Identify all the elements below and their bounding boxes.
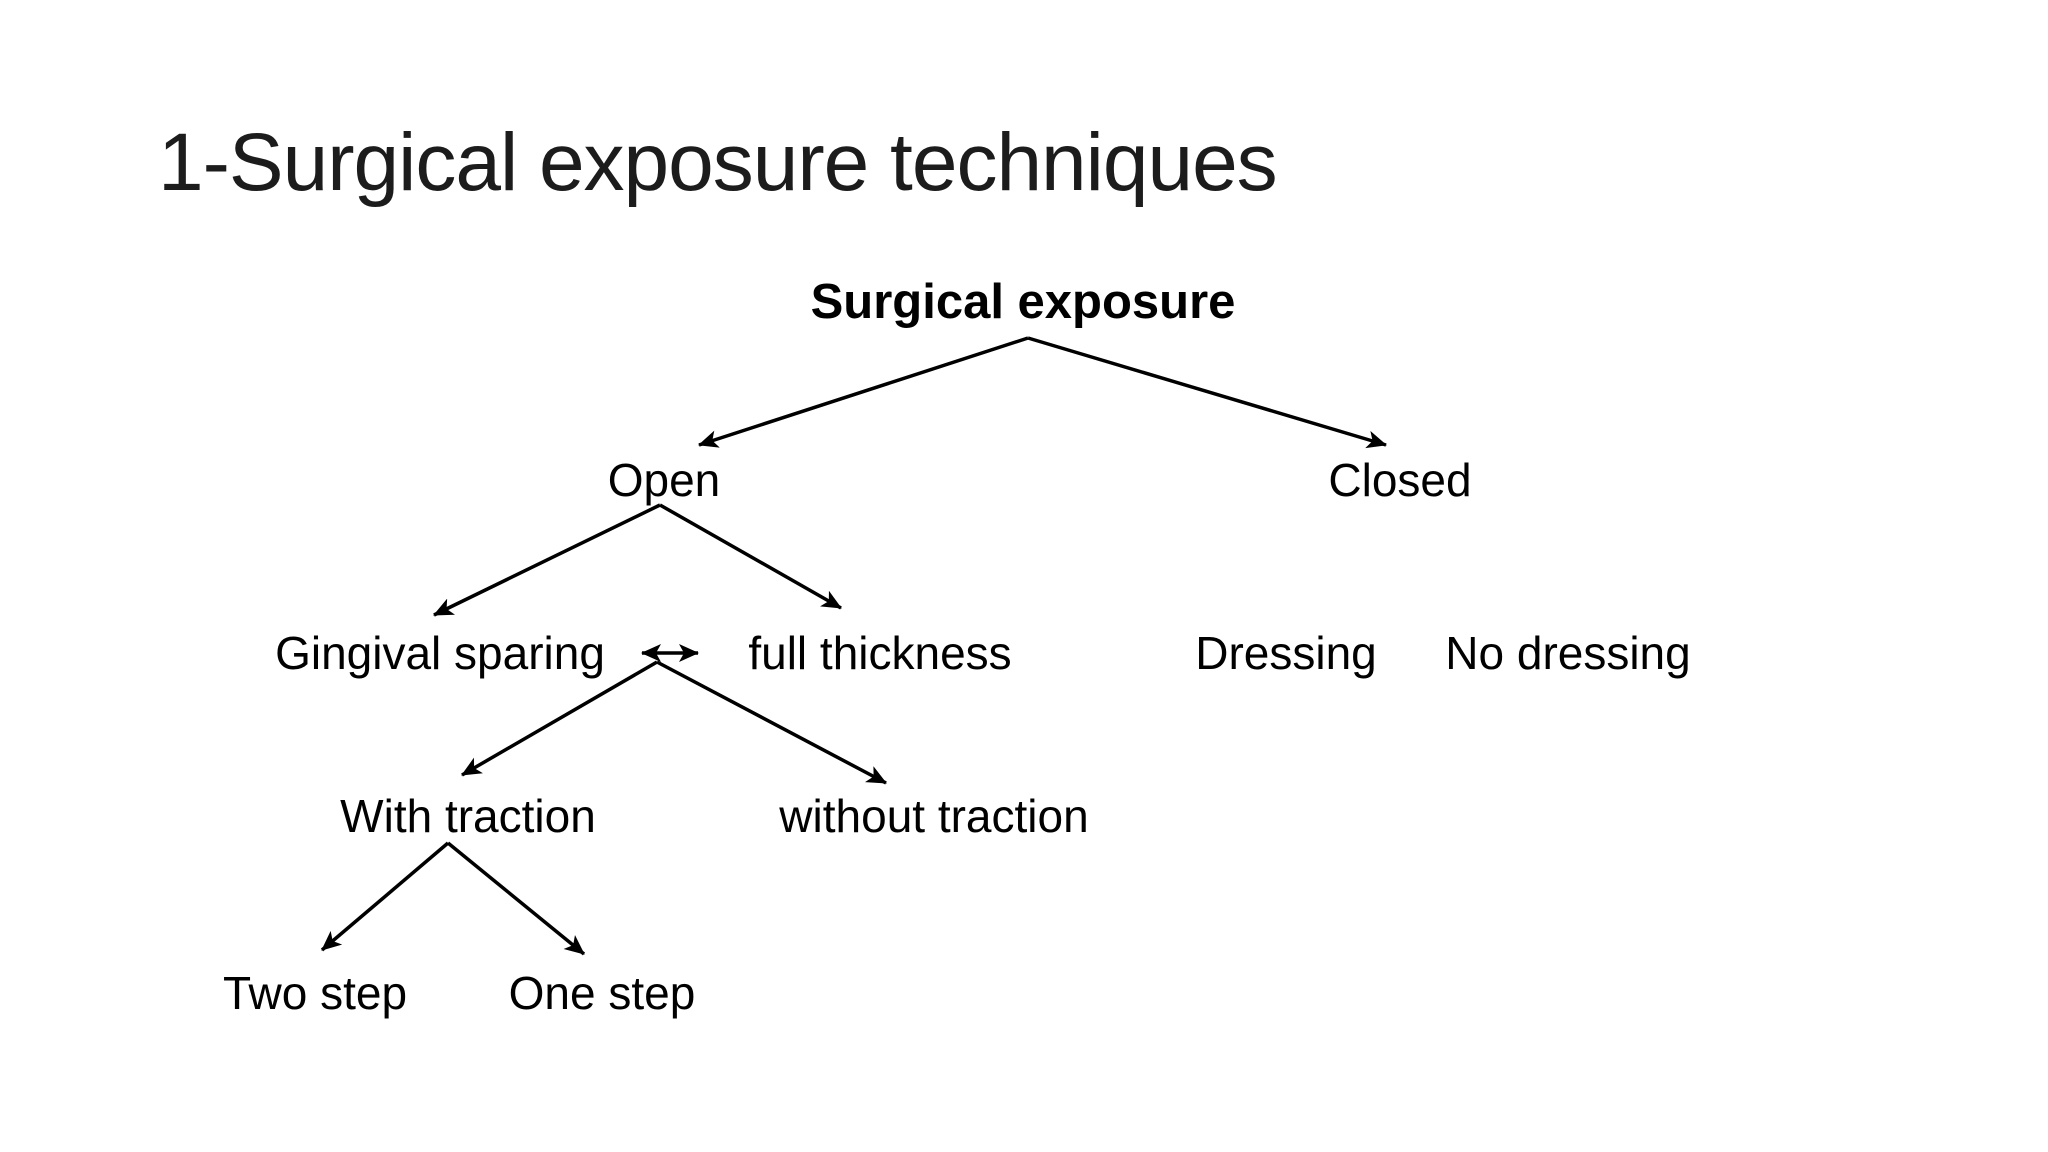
node-two-step: Two step [222, 967, 408, 1019]
edge-junction-to-with-traction-arrow [461, 660, 658, 777]
edge-root-to-closed-arrow [1027, 336, 1387, 449]
node-no-dressing: No dressing [1445, 627, 1691, 679]
edge-root-to-open-arrow [698, 336, 1029, 448]
node-gingival-sparing: Gingival sparing [275, 627, 605, 679]
edge-with-traction-to-two-step-arrow [320, 841, 450, 952]
node-open: Open [607, 454, 721, 506]
edge-with-traction-to-one-step-arrow [446, 841, 586, 956]
node-full-thickness: full thickness [748, 627, 1012, 679]
node-one-step: One step [508, 967, 696, 1019]
slide-title: 1-Surgical exposure techniques [158, 117, 1278, 208]
edge-open-to-full-thickness-arrow [659, 503, 842, 610]
node-surgical-exposure: Surgical exposure [810, 275, 1236, 329]
node-with-traction: With traction [340, 790, 596, 842]
node-closed: Closed [1328, 454, 1472, 506]
node-without-traction: without traction [779, 790, 1089, 842]
edge-open-to-gingival-sparing-arrow [433, 503, 661, 617]
node-dressing: Dressing [1195, 627, 1377, 679]
edge-junction-to-without-traction-arrow [656, 660, 887, 785]
